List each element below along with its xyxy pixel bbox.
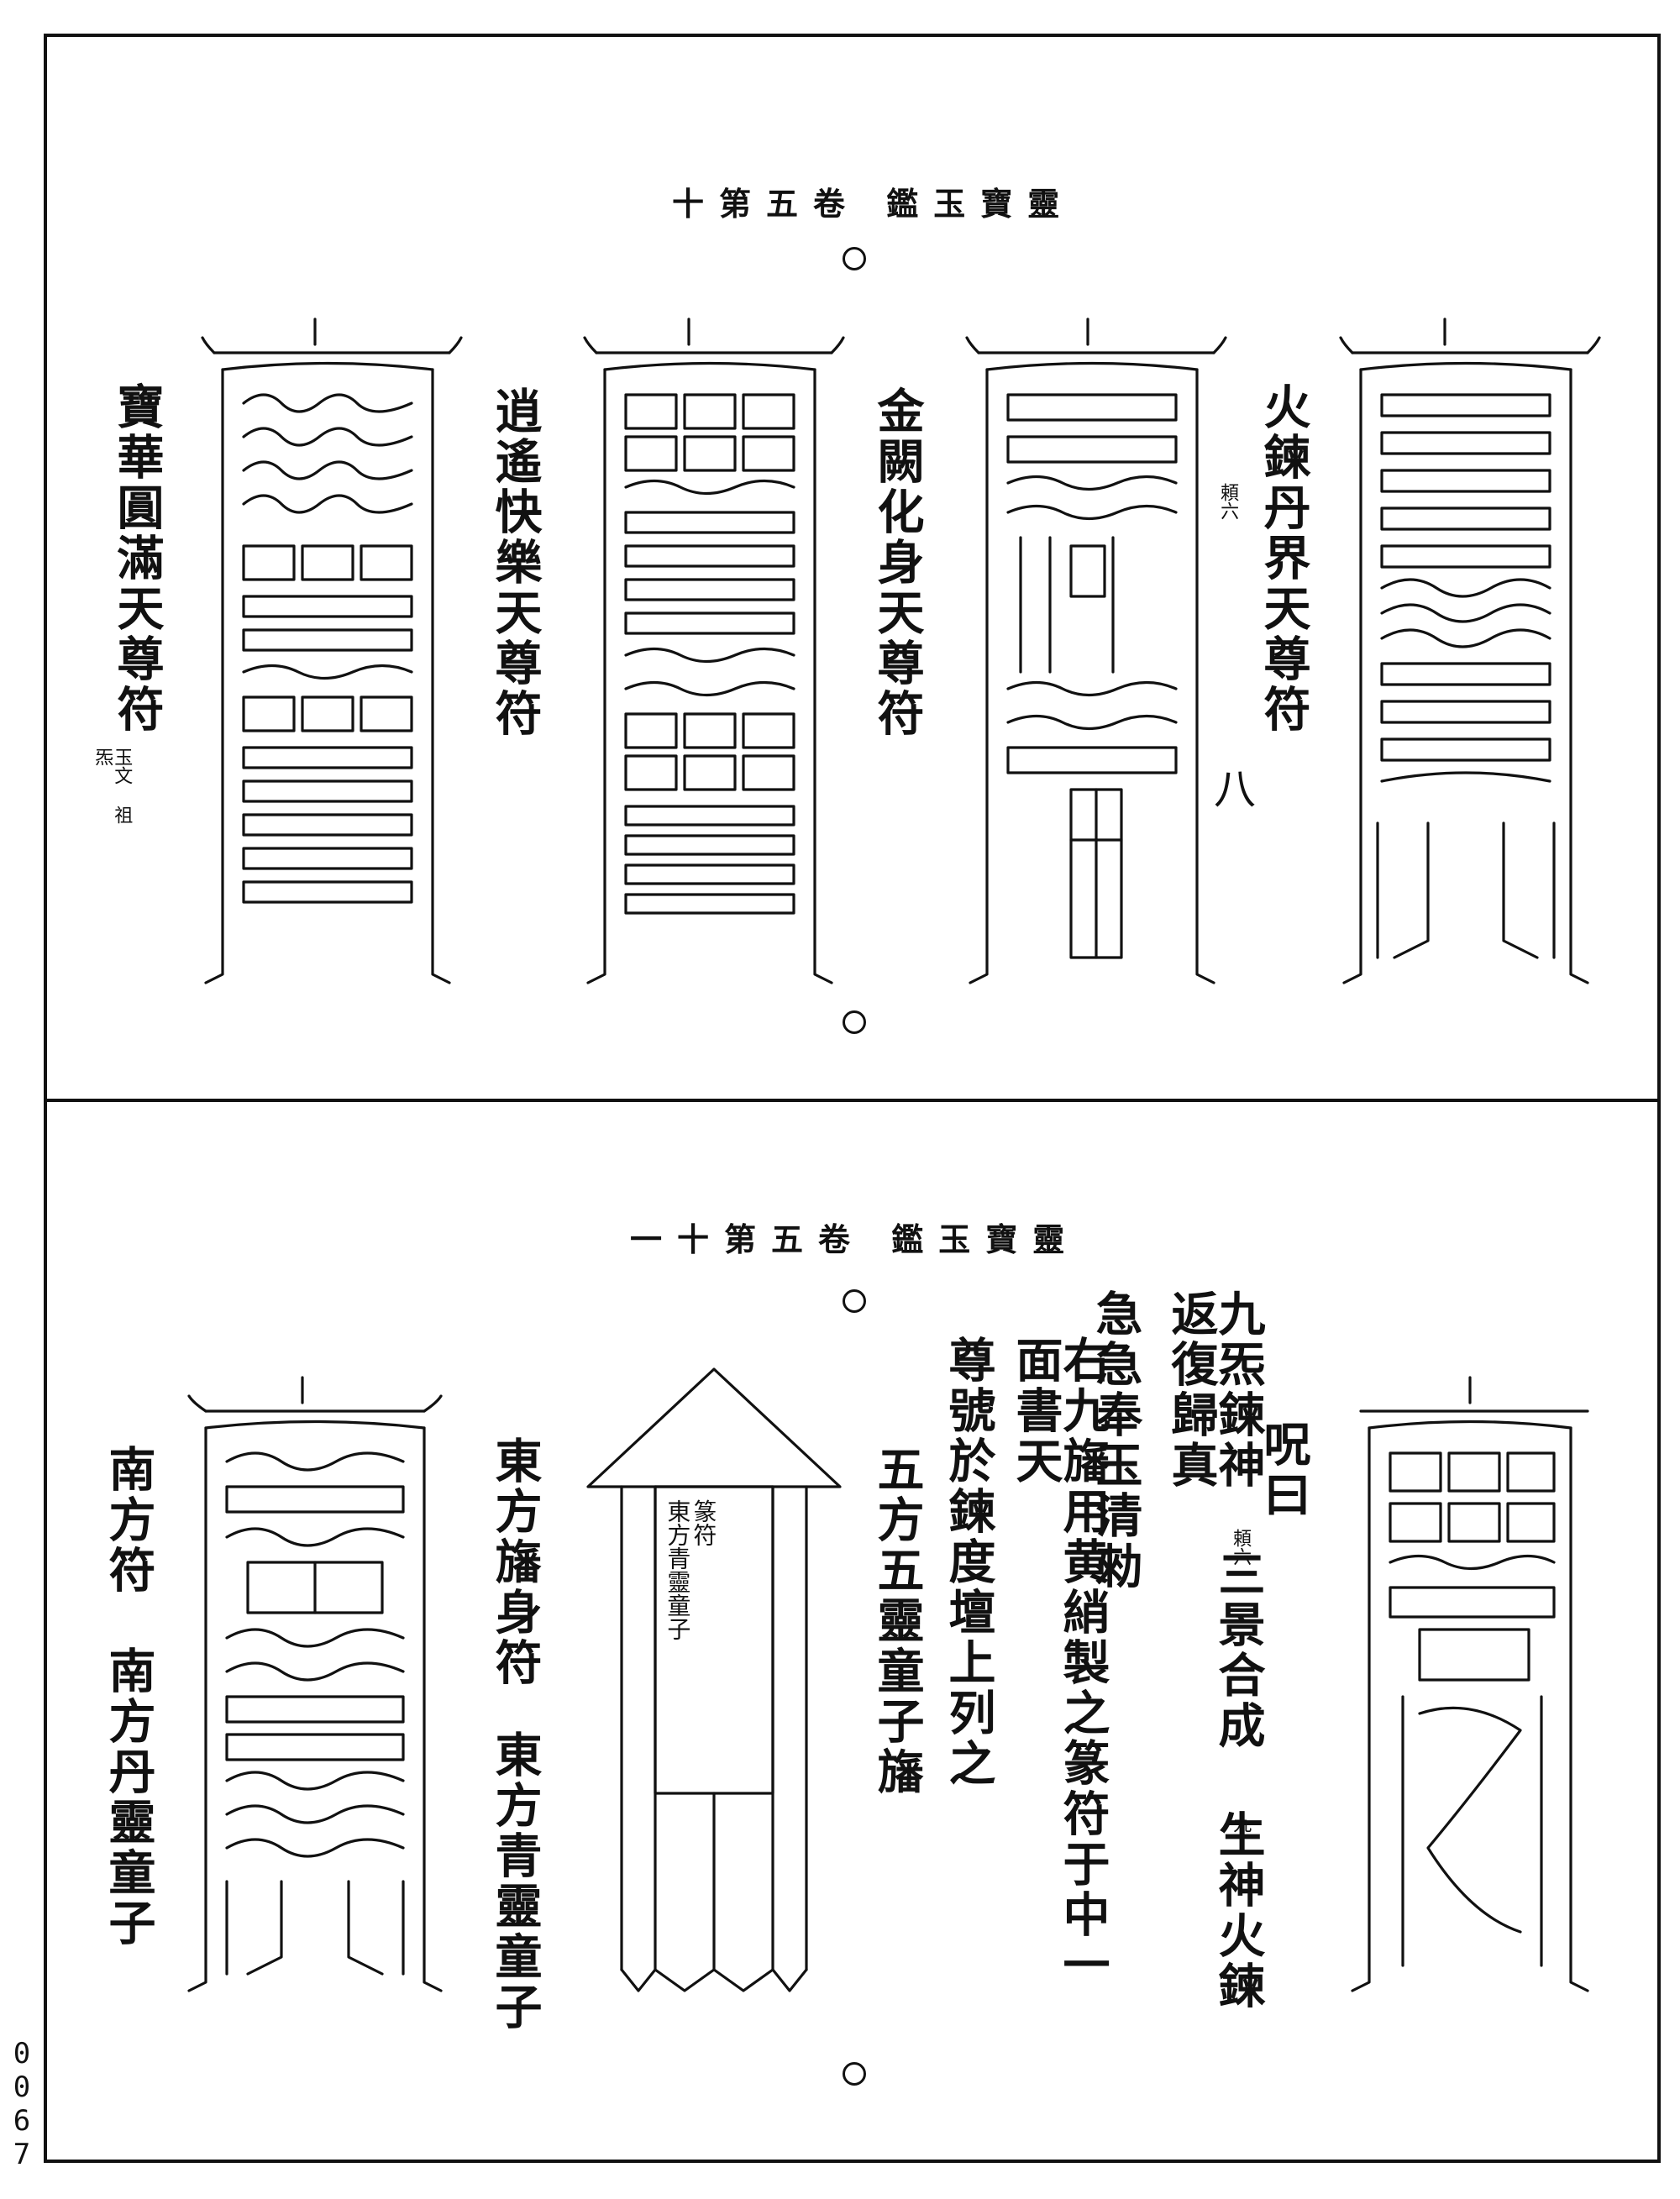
side-mark: 八 bbox=[1214, 765, 1256, 814]
label-carefree-joy: 逍遙快樂天尊符 bbox=[487, 386, 543, 739]
talisman-fire-refining bbox=[1339, 318, 1601, 984]
talisman-treasure-splendor bbox=[201, 318, 463, 984]
small-note-2: 九 bbox=[1230, 1814, 1252, 1833]
binding-hole bbox=[843, 2062, 866, 2086]
note-treasure-splendor: 玉文 祖炁 bbox=[92, 748, 133, 824]
small-note-1: 頼六 bbox=[1230, 1529, 1252, 1566]
talisman-carefree-joy bbox=[583, 318, 845, 984]
banner-flag bbox=[586, 1367, 842, 1992]
label-fire-refining: 火鍊丹界天尊符 bbox=[1256, 382, 1311, 735]
talisman-golden-palace bbox=[965, 318, 1227, 984]
east-label-2: 東方青靈童子 bbox=[487, 1730, 543, 2033]
page-frame bbox=[44, 34, 1661, 2163]
instruction-line-2: 尊號於鍊度壇上列之 bbox=[941, 1336, 996, 1789]
talisman-south bbox=[187, 1376, 443, 1992]
incantation-line-2: 急急奉玉清勑 bbox=[1088, 1289, 1143, 1592]
label-treasure-splendor: 寶華圓滿天尊符 bbox=[109, 382, 165, 735]
upper-header: 靈寶玉鑑 卷五第十 bbox=[672, 185, 1075, 223]
banner-name-text: 東方青靈童子 bbox=[664, 1499, 692, 1640]
binding-hole bbox=[843, 1010, 866, 1034]
south-label-2: 南方丹靈童子 bbox=[101, 1646, 156, 1949]
lower-header: 靈寶玉鑑 卷五第十一 bbox=[630, 1220, 1080, 1258]
east-label-1: 東方旛身符 bbox=[487, 1436, 543, 1688]
instruction-line-1: 右九旛用黄綃製之篆符于中一面書天 bbox=[1008, 1336, 1110, 1991]
incantation-title: 呪曰 bbox=[1256, 1420, 1311, 1520]
incantation-line-1: 九炁鍊神 三景合成 生神火鍊 返復歸真 bbox=[1163, 1289, 1266, 2012]
label-golden-palace: 金闕化身天尊符 bbox=[869, 386, 925, 739]
binding-hole bbox=[843, 247, 866, 270]
note-fire-refining: 頼六 bbox=[1217, 483, 1239, 520]
panel-divider bbox=[44, 1099, 1661, 1102]
page-number: 0067 bbox=[5, 2037, 39, 2171]
instruction-line-3: 五方五靈童子旛 bbox=[869, 1445, 925, 1798]
banner-seal-text: 篆符 bbox=[690, 1499, 718, 1546]
binding-hole bbox=[843, 1289, 866, 1313]
talisman-incantation bbox=[1351, 1376, 1589, 1992]
south-label-1: 南方符 bbox=[101, 1445, 156, 1596]
